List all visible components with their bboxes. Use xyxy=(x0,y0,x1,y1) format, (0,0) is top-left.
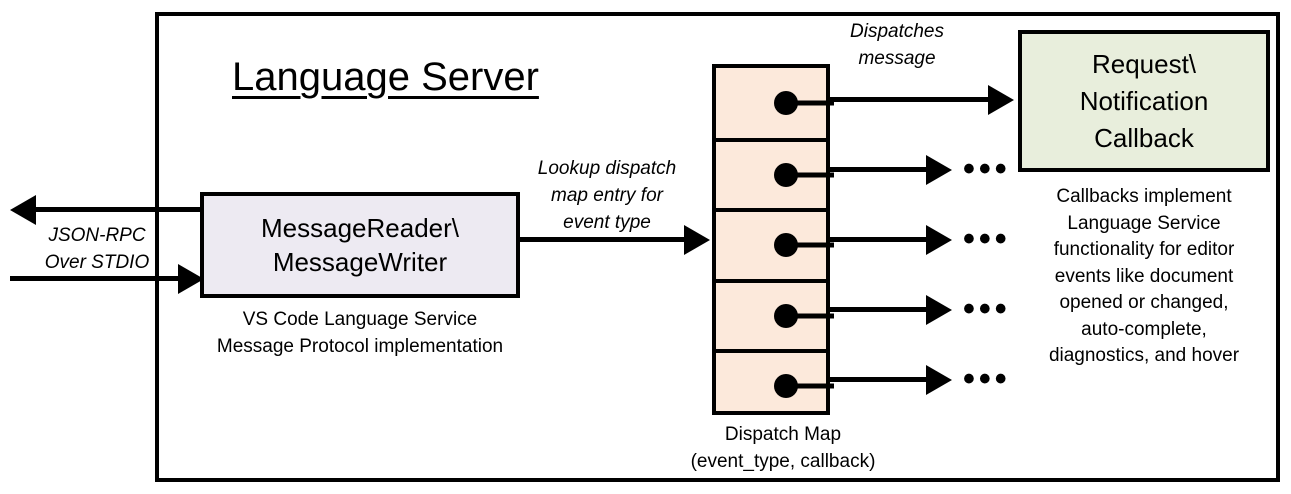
lookup-dispatch-label: Lookup dispatch map entry for event type xyxy=(512,155,702,236)
diagram-title: Language Server xyxy=(232,55,539,99)
callback-caption-line-7: diagnostics, and hover xyxy=(1048,345,1240,366)
dispatch-row-2-line xyxy=(830,167,928,172)
dispatch-map-row-3-callback-dot xyxy=(774,233,798,258)
lookup-dispatch-line xyxy=(520,237,687,242)
message-io-caption: VS Code Language Service Message Protoco… xyxy=(190,306,530,360)
dispatch-map-row-4-stub xyxy=(786,313,834,319)
dispatch-row-4-arrowhead xyxy=(926,294,952,325)
lookup-label-line-3: event type xyxy=(563,212,651,233)
dispatch-map-row-3[interactable] xyxy=(716,208,834,278)
callback-caption-line-6: auto-complete, xyxy=(1081,318,1207,340)
dispatch-row-3-ellipsis: ••• xyxy=(963,220,1011,258)
dispatch-map-caption-line-2: (event_type, callback) xyxy=(690,451,876,472)
jsonrpc-transport-label: JSON-RPC Over STDIO xyxy=(22,222,172,276)
dispatch-map-row-4-callback-dot xyxy=(774,303,798,328)
dispatch-map-row-5[interactable] xyxy=(716,348,834,419)
dispatch-row-5-arrowhead xyxy=(926,364,952,395)
callback-box-line-2: Notification xyxy=(1079,85,1209,116)
callback-box-line-3: Callback xyxy=(1094,122,1194,153)
lookup-dispatch-arrowhead xyxy=(684,224,710,255)
message-io-caption-line-2: Message Protocol implementation xyxy=(216,336,504,357)
dispatch-map-row-2-callback-dot xyxy=(774,163,798,188)
jsonrpc-label-line-2: Over STDIO xyxy=(44,252,150,273)
dispatch-row-3-arrowhead xyxy=(926,224,952,255)
callback-box-line-1: Request\ xyxy=(1091,48,1197,79)
dispatch-row-2-arrowhead xyxy=(926,154,952,185)
dispatch-map-row-4[interactable] xyxy=(716,278,834,349)
dispatch-map-row-3-stub xyxy=(786,242,834,248)
dispatch-map-row-1-stub xyxy=(786,100,834,106)
request-notification-callback-box[interactable]: Request\ Notification Callback xyxy=(1018,30,1270,172)
callback-caption-line-4: events like document xyxy=(1054,265,1234,287)
lookup-label-line-1: Lookup dispatch xyxy=(537,158,677,179)
callback-description-caption: Callbacks implement Language Service fun… xyxy=(1006,184,1282,370)
message-reader-writer-box[interactable]: MessageReader\ MessageWriter xyxy=(200,192,520,298)
dispatch-map-caption: Dispatch Map (event_type, callback) xyxy=(638,421,928,475)
jsonrpc-inbound-line xyxy=(10,276,185,281)
callback-caption-line-5: opened or changed, xyxy=(1059,292,1229,313)
jsonrpc-inbound-arrowhead xyxy=(178,263,204,294)
dispatch-map-row-2[interactable] xyxy=(716,138,834,208)
dispatch-map-row-1-callback-dot xyxy=(774,91,798,116)
jsonrpc-outbound-line xyxy=(36,207,226,212)
dispatch-row-1-arrowhead xyxy=(988,84,1014,115)
jsonrpc-label-line-1: JSON-RPC xyxy=(48,225,146,246)
dispatch-map-row-5-stub xyxy=(786,383,834,389)
dispatches-message-label: Dispatches message xyxy=(832,18,962,72)
dispatches-label-line-1: Dispatches xyxy=(850,21,944,42)
dispatch-map-row-1[interactable] xyxy=(716,68,834,138)
message-writer-label: MessageWriter xyxy=(272,247,448,277)
dispatch-row-3-line xyxy=(830,237,928,242)
callback-caption-line-3: functionality for editor xyxy=(1053,239,1235,260)
callback-caption-line-1: Callbacks implement xyxy=(1056,186,1232,207)
jsonrpc-outbound-arrowhead xyxy=(10,194,36,225)
dispatch-map-row-5-callback-dot xyxy=(774,373,798,398)
dispatch-row-2-ellipsis: ••• xyxy=(963,150,1011,188)
dispatches-label-line-2: message xyxy=(858,48,936,69)
dispatch-row-4-ellipsis: ••• xyxy=(963,290,1011,328)
callback-caption-line-2: Language Service xyxy=(1067,212,1221,234)
dispatch-row-5-line xyxy=(830,377,928,382)
message-io-caption-line-1: VS Code Language Service xyxy=(242,309,478,330)
dispatch-map-table[interactable] xyxy=(712,64,834,415)
dispatch-row-5-ellipsis: ••• xyxy=(963,360,1011,398)
dispatch-row-1-line xyxy=(830,97,990,102)
dispatch-map-caption-line-1: Dispatch Map xyxy=(724,424,842,445)
lookup-label-line-2: map entry for xyxy=(551,185,663,206)
dispatch-row-4-line xyxy=(830,307,928,312)
language-server-boundary xyxy=(155,12,1280,482)
dispatch-map-row-2-stub xyxy=(786,172,834,178)
message-reader-label: MessageReader\ xyxy=(261,213,459,243)
